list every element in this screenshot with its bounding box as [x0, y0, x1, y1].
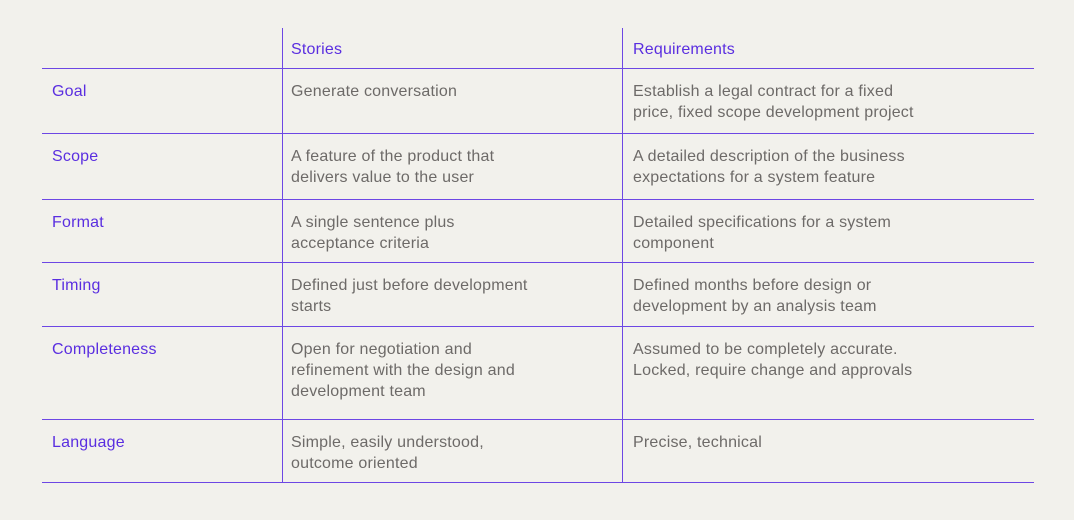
comparison-table: Stories Requirements Goal Generate conve… [42, 28, 1034, 483]
row-label: Format [52, 214, 104, 231]
requirements-cell: Defined months before design or developm… [622, 263, 1034, 326]
requirements-cell: Establish a legal contract for a fixed p… [622, 69, 1034, 133]
requirements-cell: Detailed specifications for a system com… [622, 200, 1034, 262]
row-label: Scope [52, 148, 99, 165]
row-label: Completeness [52, 341, 157, 358]
stories-cell: A single sentence plus acceptance criter… [282, 200, 622, 262]
stories-cell: A feature of the product that delivers v… [282, 134, 622, 199]
requirements-cell: A detailed description of the business e… [622, 134, 1034, 199]
stories-cell: Defined just before development starts [282, 263, 622, 326]
table-row-completeness: Completeness Open for negotiation and re… [42, 326, 1034, 419]
row-label: Language [52, 434, 125, 451]
stories-cell: Generate conversation [282, 69, 622, 133]
row-label: Goal [52, 83, 87, 100]
table-header-row: Stories Requirements [42, 28, 1034, 68]
requirements-cell: Assumed to be completely accurate. Locke… [622, 327, 1034, 419]
row-label: Timing [52, 277, 101, 294]
table-row-timing: Timing Defined just before development s… [42, 262, 1034, 326]
stories-cell: Open for negotiation and refinement with… [282, 327, 622, 419]
table-row-language: Language Simple, easily understood, outc… [42, 419, 1034, 483]
column-header-stories: Stories [282, 28, 622, 68]
column-header-requirements: Requirements [622, 28, 1034, 68]
stories-cell: Simple, easily understood, outcome orien… [282, 420, 622, 482]
table-row-scope: Scope A feature of the product that deli… [42, 133, 1034, 199]
header-corner-cell [42, 28, 282, 68]
table-row-goal: Goal Generate conversation Establish a l… [42, 68, 1034, 133]
table-row-format: Format A single sentence plus acceptance… [42, 199, 1034, 262]
requirements-cell: Precise, technical [622, 420, 1034, 482]
